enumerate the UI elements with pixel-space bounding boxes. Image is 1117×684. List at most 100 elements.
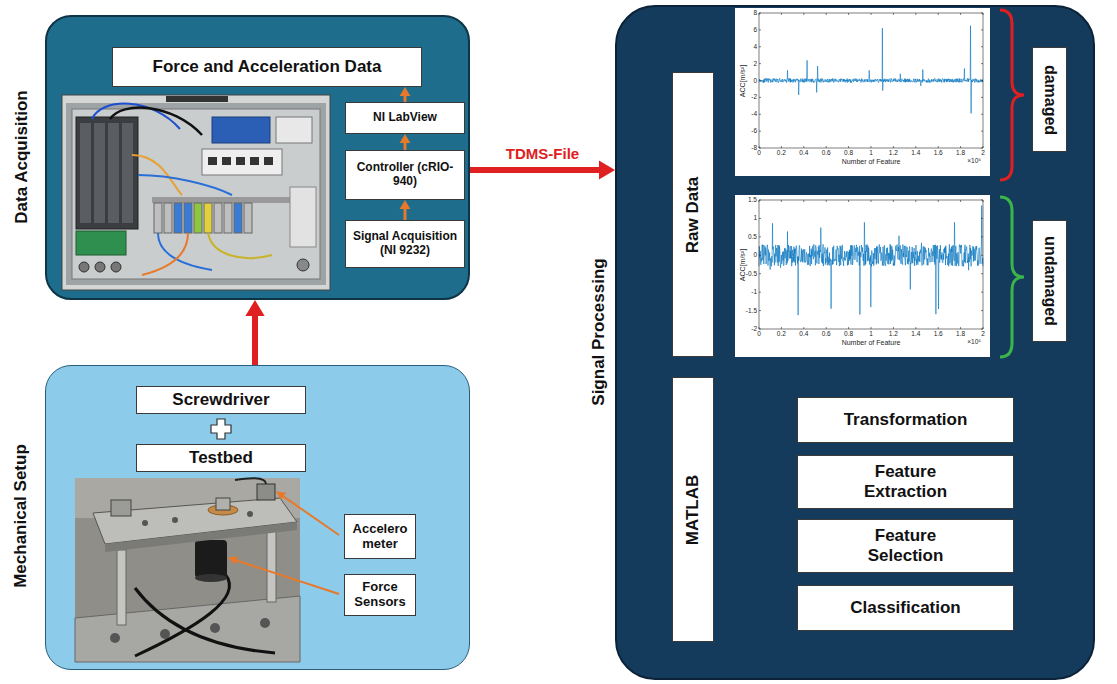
box-text: Force Sensors <box>350 580 410 610</box>
testbed-photo <box>257 484 275 500</box>
axis-tick-label: 1 <box>869 331 873 338</box>
controller-photo <box>202 149 282 175</box>
controller-photo <box>184 203 192 233</box>
signal-plot <box>759 200 983 329</box>
process-box: Feature Extraction <box>797 455 1014 509</box>
testbed-photo <box>111 500 131 516</box>
vertical-label-box: MATLAB <box>672 377 714 642</box>
testbed-photo <box>260 618 270 628</box>
controller-photo <box>138 175 232 195</box>
class-label-box: damaged <box>1032 47 1067 152</box>
controller-box: Controller (cRIO-940) <box>345 150 465 200</box>
testbed-photo <box>216 498 230 510</box>
box-text: Feature Extraction <box>846 462 966 501</box>
axis-tick-label: 0.6 <box>822 331 831 338</box>
axis-tick-label: 0.2 <box>777 150 786 157</box>
axis-tick-label: -2 <box>751 94 757 101</box>
testbed-photo <box>105 522 297 552</box>
axis-tick-label: -2 <box>751 326 757 333</box>
output-box: Force and Acceleration Data <box>112 47 422 87</box>
box-text: Force and Acceleration Data <box>153 57 382 77</box>
controller-photo <box>236 157 245 165</box>
flow-arrow <box>400 134 411 150</box>
axis-tick-label: 2 <box>981 331 985 338</box>
controller-photo <box>95 262 105 272</box>
flow-arrow <box>400 200 411 220</box>
controller-photo <box>62 95 330 290</box>
flow-arrow <box>400 87 411 102</box>
vertical-label-box: Raw Data <box>672 72 714 357</box>
controller-photo <box>108 123 119 223</box>
axis-tick-label: 1.4 <box>911 150 920 157</box>
controller-photo <box>152 197 292 203</box>
flow-arrow <box>470 160 615 179</box>
axis-title: Number of Feature <box>842 339 901 346</box>
controller-photo <box>297 259 309 271</box>
axis-tick-label: 0.6 <box>822 150 831 157</box>
controller-photo <box>204 203 212 233</box>
controller-photo <box>208 233 272 258</box>
axis-title: ACC[m/s²] <box>739 64 746 96</box>
controller-photo <box>234 203 242 233</box>
controller-photo <box>66 103 326 285</box>
testbed-photo <box>210 623 220 633</box>
testbed-photo <box>160 629 170 639</box>
testbed-photo <box>110 633 120 643</box>
class-label-box: undamaged <box>1032 220 1067 342</box>
callout-box: Accelero meter <box>344 514 416 559</box>
axis-tick-label: 0.4 <box>799 150 808 157</box>
controller-photo <box>111 262 121 272</box>
panel-heading: Signal Processing <box>590 258 609 405</box>
process-box: Classification <box>797 585 1014 631</box>
leader-line <box>277 492 339 535</box>
controller-photo <box>154 203 162 233</box>
axis-tick-label: -6 <box>751 128 757 135</box>
panel-heading: Data Acquisition <box>13 90 32 224</box>
box-text: Raw Data <box>683 176 703 253</box>
controller-photo <box>76 117 138 229</box>
axis-tick-label: 1.6 <box>934 150 943 157</box>
axis-tick-label: -8 <box>751 145 757 152</box>
axis-tick-label: -1.5 <box>746 307 757 314</box>
box-text: MATLAB <box>683 474 703 545</box>
axis-tick-label: 0.5 <box>748 234 757 241</box>
signal-plot <box>759 13 983 148</box>
bracket <box>1000 10 1024 180</box>
software-box: NI LabView <box>345 102 465 134</box>
arrow-head <box>599 160 615 179</box>
controller-photo <box>194 203 202 233</box>
controller-photo <box>264 157 273 165</box>
axis-tick-label: 0 <box>757 331 761 338</box>
axis-tick-label: 6 <box>753 27 757 34</box>
box-text: Classification <box>850 598 961 618</box>
process-box: Transformation <box>797 397 1014 443</box>
axis-tick-label: 1.8 <box>956 331 965 338</box>
controller-photo <box>250 157 259 165</box>
signal-plot <box>735 195 990 357</box>
box-text: Screwdriver <box>172 390 269 410</box>
axis-tick-label: 0.8 <box>844 331 853 338</box>
axis-tick-label: 1.2 <box>889 150 898 157</box>
controller-photo <box>72 109 320 279</box>
controller-photo <box>224 203 232 233</box>
axis-tick-label: 0.2 <box>777 331 786 338</box>
controller-photo <box>122 123 133 223</box>
controller-photo <box>290 187 316 247</box>
box-text: Signal Acquisition (NI 9232) <box>351 230 459 258</box>
controller-photo <box>208 157 217 165</box>
component-box: Testbed <box>136 444 306 472</box>
box-text: NI LabView <box>373 111 437 125</box>
box-text: Feature Selection <box>846 526 966 565</box>
controller-photo <box>244 203 252 233</box>
acquisition-box: Signal Acquisition (NI 9232) <box>345 220 465 268</box>
signal-plot <box>735 8 990 176</box>
box-text: Testbed <box>189 448 253 468</box>
callout-box: Force Sensors <box>344 574 416 616</box>
signal-plot <box>759 206 983 316</box>
testbed-photo <box>135 574 229 656</box>
axis-tick-label: 1.2 <box>889 331 898 338</box>
